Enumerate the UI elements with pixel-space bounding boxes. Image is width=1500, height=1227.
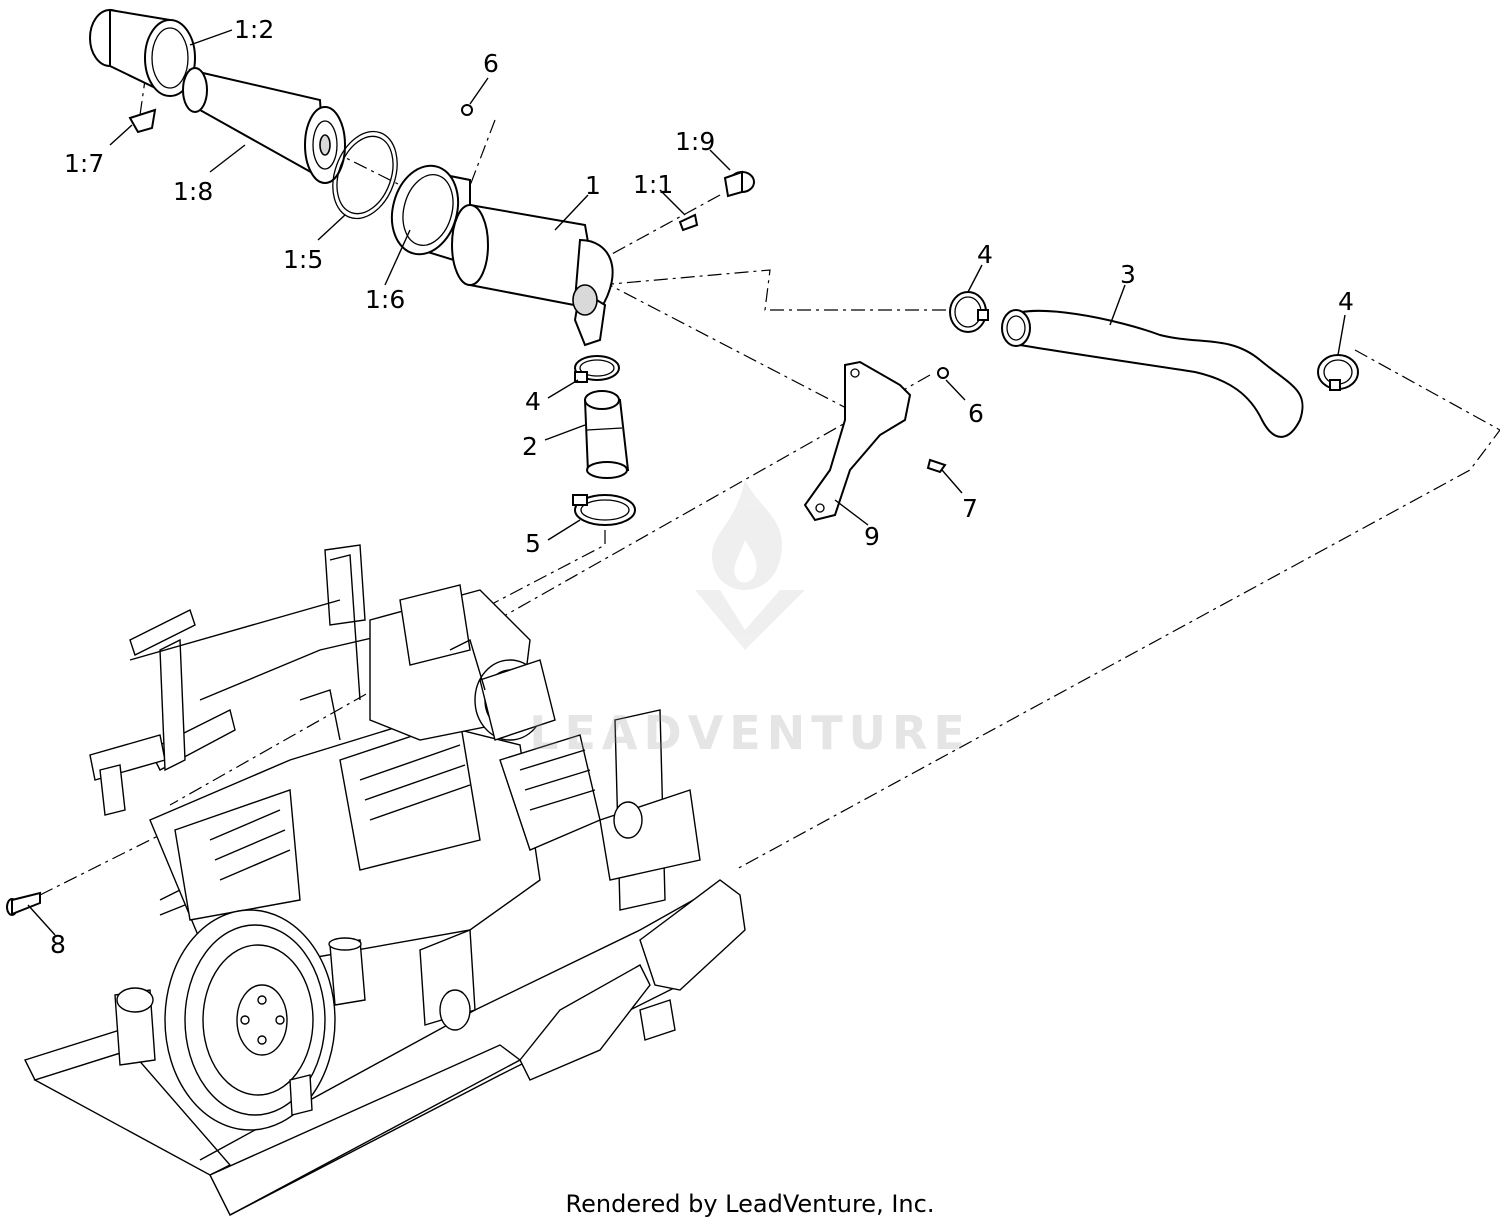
engine-frame-assembly (24, 544, 746, 1216)
callout-6-top: 6 (483, 49, 499, 78)
footer-credit: Rendered by LeadVenture, Inc. (565, 1190, 935, 1218)
callout-6-mid: 6 (968, 399, 984, 428)
callout-4-right: 4 (1338, 287, 1354, 316)
callout-1-7: 1:7 (64, 149, 104, 178)
callout-1: 1 (585, 171, 601, 200)
precleaner-cup (89, 8, 233, 97)
callout-1-8: 1:8 (173, 177, 213, 206)
nut-mid (937, 367, 966, 401)
callout-9: 9 (864, 522, 880, 551)
callout-3: 3 (1120, 260, 1136, 289)
callout-8: 8 (50, 930, 66, 959)
bolt (926, 458, 963, 494)
fitting (659, 189, 699, 232)
callout-4-left: 4 (977, 240, 993, 269)
callout-1-5: 1:5 (283, 245, 323, 274)
watermark-text: LEADVENTURE (529, 706, 971, 760)
callout-5: 5 (525, 529, 541, 558)
air-cleaner-housing (451, 194, 614, 347)
mounting-bracket (803, 360, 912, 526)
hose-clamp-large (547, 494, 636, 541)
callout-4-mid: 4 (525, 387, 541, 416)
hose-clamp-right (1317, 314, 1359, 391)
watermark-logo (695, 480, 805, 650)
filter-element (182, 67, 346, 184)
intake-tube (1001, 284, 1304, 438)
hose-clamp-left (949, 264, 989, 333)
inlet-hose (544, 390, 630, 479)
nut-top (461, 77, 489, 116)
service-indicator (709, 149, 755, 198)
callout-1-2: 1:2 (234, 15, 274, 44)
callout-7: 7 (962, 494, 978, 523)
callout-1-6: 1:6 (365, 285, 405, 314)
callout-2: 2 (522, 432, 538, 461)
callout-1-1: 1:1 (633, 170, 673, 199)
hose-clamp-mid (547, 355, 620, 399)
o-ring (317, 130, 398, 241)
clevis-pin (6, 891, 56, 936)
callout-labels: 1:2 1:7 1:8 1:5 1:6 6 1:9 1:1 1 4 3 4 4 … (50, 15, 1354, 959)
callout-1-9: 1:9 (675, 127, 715, 156)
assembly-lines (39, 69, 1500, 896)
evacuator-valve (109, 108, 157, 146)
